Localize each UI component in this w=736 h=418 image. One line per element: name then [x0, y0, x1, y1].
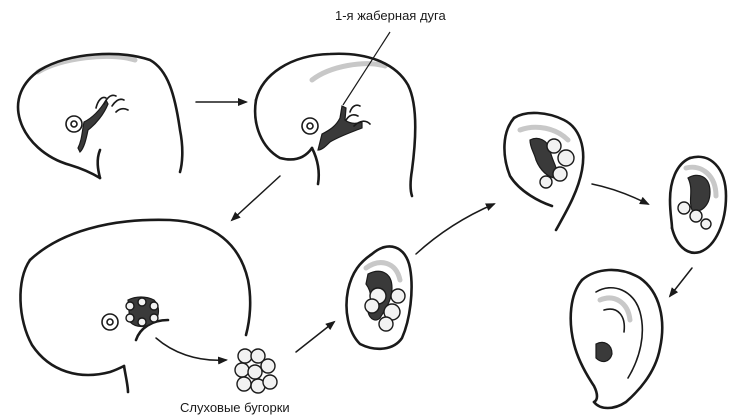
- auricle-stage-3: [670, 157, 726, 253]
- hillocks-on-embryo: [126, 297, 159, 327]
- arrow-3: [156, 338, 226, 360]
- arrow-5: [416, 204, 494, 254]
- embryo-stage-3: [20, 220, 250, 392]
- auricle-stage-1: [347, 246, 412, 348]
- label-auditory-hillocks: Слуховые бугорки: [180, 400, 290, 415]
- progression-arrows: [156, 102, 692, 360]
- arrow-2: [232, 176, 280, 220]
- auricle-stage-2: [504, 113, 583, 230]
- arrow-7: [670, 268, 692, 296]
- leader-line-arch: [343, 32, 390, 105]
- embryo-stage-2: [255, 32, 415, 196]
- hillocks-cluster: [235, 349, 277, 393]
- arrow-6: [592, 184, 648, 204]
- arrow-4: [296, 322, 334, 352]
- label-first-gill-arch: 1-я жаберная дуга: [335, 8, 446, 23]
- embryo-stage-1: [18, 54, 182, 178]
- auricle-final: [571, 270, 662, 408]
